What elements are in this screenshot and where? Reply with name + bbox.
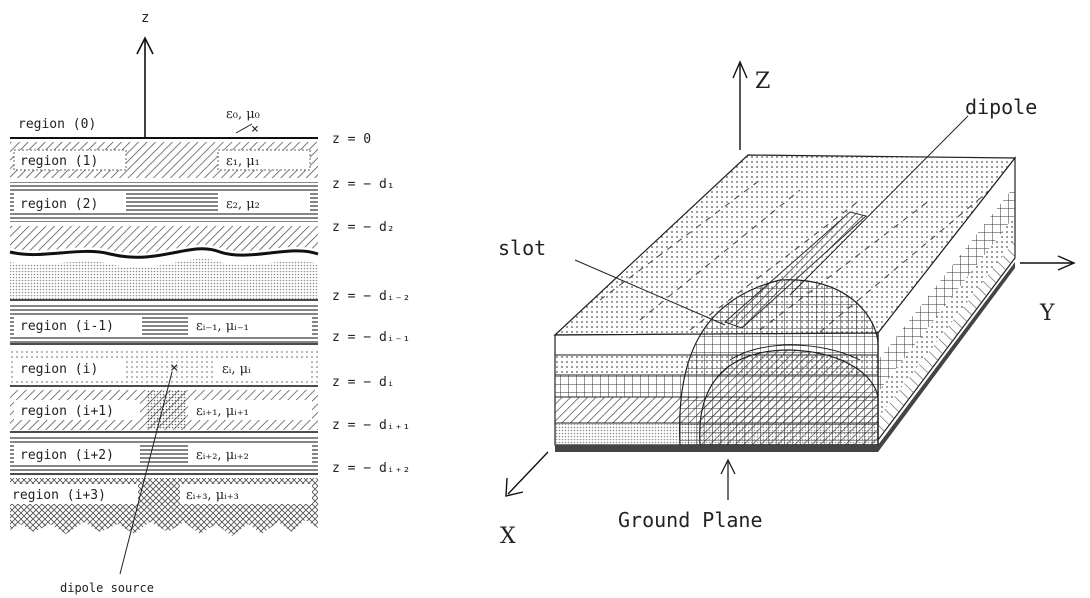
y-axis-arrowhead [1057, 255, 1076, 271]
region-2-label: region (2) [20, 197, 98, 212]
boundary-label: z = − dᵢ₋₁ [332, 330, 410, 345]
boundary-label: z = − d₂ [332, 220, 395, 235]
gap-wavy-line [9, 247, 319, 259]
ground-plane-label: Ground Plane [618, 508, 763, 532]
ground-arrowhead [720, 458, 736, 475]
boundary-label: z = − dᵢ₊₁ [332, 418, 410, 433]
gap-hatch-top [10, 226, 318, 254]
region-i-minus-1-params: εᵢ₋₁, μᵢ₋₁ [196, 319, 249, 334]
region-i-params: εᵢ, μᵢ [222, 362, 251, 377]
source-x-marker: × [170, 360, 178, 376]
region-2-params: ε₂, μ₂ [226, 197, 260, 212]
region-1-params: ε₁, μ₁ [226, 154, 260, 169]
dipole-source-label: dipole source [60, 581, 154, 595]
z-axis-arrowhead [136, 36, 154, 55]
dipole-x-marker: × [251, 122, 259, 137]
dipole-label: dipole [965, 95, 1037, 119]
region-i-plus-2-label: region (i+2) [20, 448, 114, 463]
y-axis-label: Y [1039, 301, 1055, 326]
region-i-plus-2-params: εᵢ₊₂, μᵢ₊₂ [196, 448, 249, 463]
boundary-labels: z = 0 z = − d₁ z = − d₂ z = − dᵢ₋₂ z = −… [332, 132, 410, 476]
region-0-label: region (0) [18, 117, 96, 132]
region-i-plus-1-label: region (i+1) [20, 404, 114, 419]
dipole-source-leader [119, 371, 173, 575]
layered-media-diagram: z region (0) ε₀, μ₀ × region (1) ε₁, μ₁ … [9, 10, 410, 595]
boundary-label: z = − dᵢ₋₂ [332, 289, 410, 304]
slot-leader [574, 259, 726, 326]
boundary-label: z = − dᵢ [332, 375, 395, 390]
region-1-label: region (1) [20, 154, 98, 169]
x-axis-label: X [500, 524, 516, 549]
slot-label: slot [498, 236, 546, 260]
region-i-plus-1-params: εᵢ₊₁, μᵢ₊₁ [196, 404, 249, 419]
region-0-params: ε₀, μ₀ [226, 107, 260, 122]
boundary-label: z = 0 [332, 132, 371, 147]
region-i-minus-1-label: region (i-1) [20, 319, 114, 334]
pointer-line [235, 123, 253, 134]
region-i-label: region (i) [20, 362, 98, 377]
region-i-plus-3-label: region (i+3) [12, 488, 106, 503]
gap-dotted-fill [10, 258, 318, 300]
z-axis-label: z [141, 10, 149, 26]
dipole-leader [789, 115, 969, 296]
boundary-label: z = − dᵢ₊₂ [332, 461, 410, 476]
region-i-plus-3-params: εᵢ₊₃, μᵢ₊₃ [186, 488, 239, 503]
boundary-label: z = − d₁ [332, 177, 395, 192]
x-axis-line [507, 451, 549, 495]
slot-antenna-3d-diagram: Z Y X dip [498, 60, 1076, 549]
z-axis-3d-arrowhead [732, 60, 748, 79]
z-axis-3d-label: Z [755, 69, 770, 94]
x-axis-arrowhead [505, 477, 524, 497]
